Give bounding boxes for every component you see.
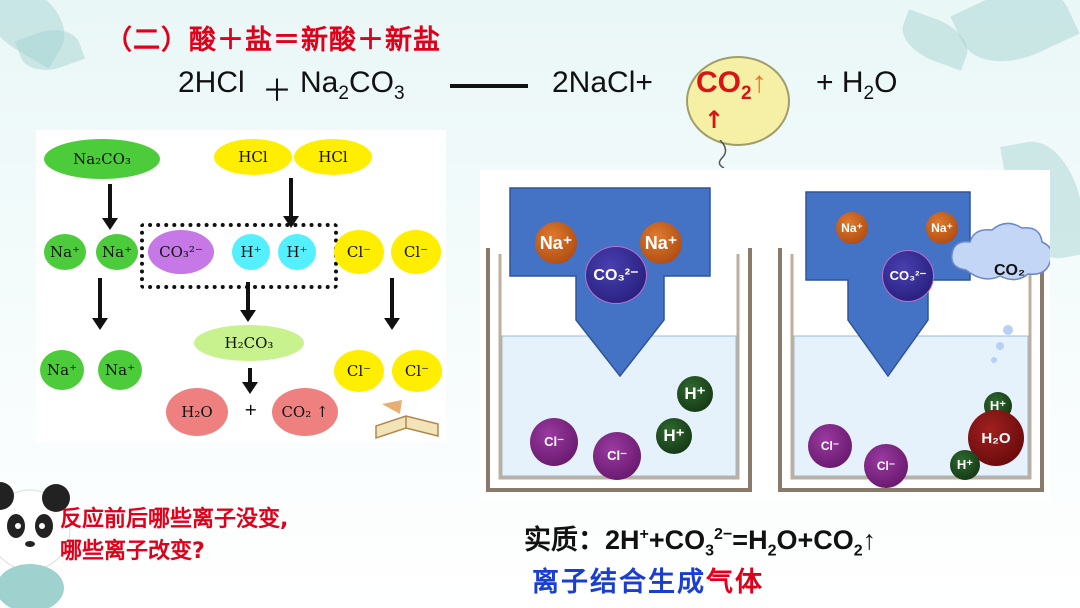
na-ion-2: Na⁺ [96,234,138,270]
co2-oval: CO₂ ↑ [272,388,338,436]
cloud-co2-label: CO₂ [994,262,1026,279]
balloon-up-arrow: ↑ [704,106,725,134]
h2o-oval: H₂O [166,388,228,436]
bubble [996,342,1004,350]
reaction-line [450,84,528,88]
left-h-ion-2: H⁺ [656,418,692,454]
arrow-down [283,178,299,228]
co2-balloon [686,56,790,146]
carbonate-ion: CO₃²⁻ [148,230,214,274]
balloon-string [718,140,727,168]
left-na-ion-2: Na⁺ [640,222,682,264]
right-cl-ion-1: Cl⁻ [808,424,852,468]
plus-sign: + [244,400,258,419]
question-line-1: 反应前后哪些离子没变, [60,507,289,532]
right-na-ion-1: Na⁺ [836,212,868,244]
cl-ion-3: Cl⁻ [334,350,384,392]
bubble [991,357,997,363]
na-ion-3: Na⁺ [40,350,84,390]
arrow-down [384,278,400,330]
arrow-down [242,368,258,394]
right-cl-ion-2: Cl⁻ [864,444,908,488]
leaf-decoration [950,0,1080,80]
ion-combine-text: 离子结合生成气体 [532,567,764,598]
cl-ion-4: Cl⁻ [392,350,442,392]
equation-co2-gas: CO2↑ [696,66,767,104]
left-na-ion-1: Na⁺ [535,222,577,264]
left-h-ion-1: H⁺ [677,376,713,412]
question-line-2: 哪些离子改变? [60,539,205,564]
na-ion-4: Na⁺ [98,350,142,390]
arrow-down [102,184,118,230]
co2-cloud [951,222,1053,281]
na-ion-1: Na⁺ [44,234,86,270]
arrow-down [92,278,108,330]
h2co3-oval: H₂CO₃ [194,325,304,361]
right-carbonate-ion: CO₃²⁻ [882,250,934,302]
left-cl-ion-2: Cl⁻ [593,432,641,480]
arrow-down [240,282,256,322]
right-na-ion-2: Na⁺ [926,212,958,244]
bubble [1003,325,1013,335]
left-cl-ion-1: Cl⁻ [530,418,578,466]
cl-ion-2: Cl⁻ [391,230,441,274]
h-ion-2: H⁺ [278,234,316,270]
equation-rhs-nacl: 2NaCl+ [552,66,653,99]
panda-icon [0,482,71,608]
slide-title: （二）酸＋盐＝新酸＋新盐 [105,25,441,56]
cl-ion-1: Cl⁻ [334,230,384,274]
question-text: 反应前后哪些离子没变, 哪些离子改变? [60,504,288,568]
hcl-oval-1: HCl [214,139,292,175]
equation-lhs-hcl: 2HCl [178,66,245,99]
equation-lhs-na2co3: Na2CO3 [300,66,405,104]
book-icon [375,400,439,440]
equation-plus: ＋ [262,75,292,108]
left-carbonate-ion: CO₃²⁻ [585,246,647,304]
ionic-essence-equation: 实质：2H++CO32−=H2O+CO2↑ [524,525,877,560]
ion-exchange-diagram: Na₂CO₃ HCl HCl Na⁺ Na⁺ CO₃²⁻ H⁺ H⁺ Cl⁻ C… [36,130,446,442]
equation-rhs-water: + H2O [816,66,898,104]
h-ion-1: H⁺ [232,234,270,270]
hcl-oval-2: HCl [294,139,372,175]
right-h-ion-2: H⁺ [950,450,980,480]
na2co3-oval: Na₂CO₃ [44,139,160,179]
